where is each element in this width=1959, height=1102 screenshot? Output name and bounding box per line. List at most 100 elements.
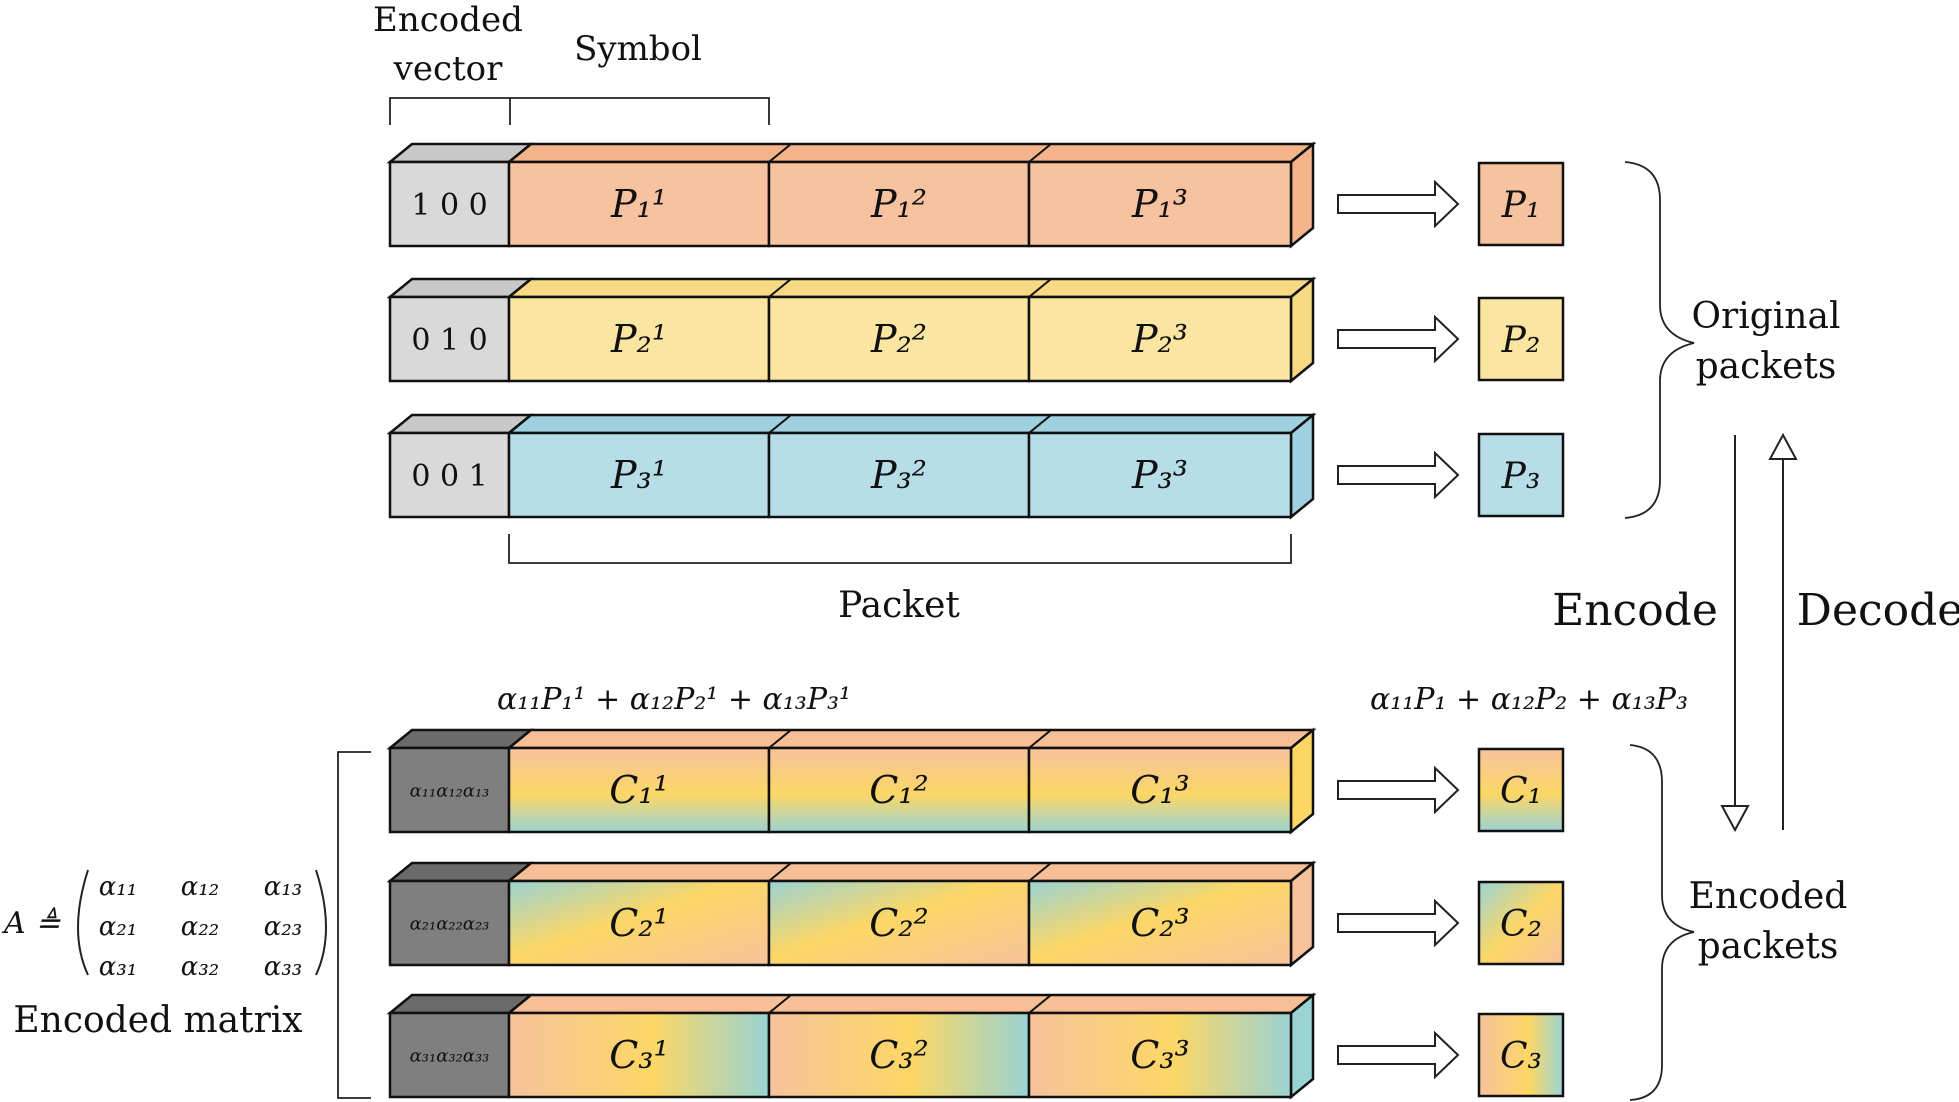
original-packet-square <box>1477 161 1565 247</box>
encoded-side-face <box>1289 727 1315 835</box>
encoded-vector-label-line2: vector <box>393 49 504 89</box>
encoded-symbol-label: C₃³ <box>1130 1033 1190 1077</box>
original-top-divider <box>1028 414 1052 434</box>
encoded-symbol-label: C₃² <box>869 1033 929 1077</box>
encoded-symbol-cell <box>767 746 1031 834</box>
encoded-packet-square <box>1477 880 1565 966</box>
encoded-encoded-vector-cell <box>388 746 511 834</box>
encoded-row-arrow <box>1337 1030 1460 1080</box>
encode-label: Encode <box>1552 585 1718 636</box>
encoded-symbol-cell <box>1027 879 1293 967</box>
encoded-row-arrow <box>1337 765 1460 815</box>
encoded-packets-label-line2: packets <box>1698 926 1839 967</box>
encoded-top-divider <box>1028 994 1052 1014</box>
original-packet-square <box>1477 296 1565 382</box>
matrix-entry: α₁₂ <box>181 872 219 902</box>
encoded-symbol-cell <box>507 879 771 967</box>
encoded-symbol-label: C₁³ <box>1130 768 1190 812</box>
original-symbols-top-face <box>505 413 1317 435</box>
encoded-symbol-cell <box>767 1011 1031 1099</box>
original-symbol-label: P₂² <box>870 317 927 361</box>
matrix-entry: α₃₁ <box>99 952 137 982</box>
original-packet-square <box>1477 432 1565 518</box>
encoded-symbol-label: C₁¹ <box>609 768 669 812</box>
encoded-symbol-cell <box>1027 746 1293 834</box>
original-vector-top-face <box>386 413 535 435</box>
original-symbol-label: P₂¹ <box>610 317 667 361</box>
encoded-symbols-top-face <box>505 861 1317 883</box>
decode-arrow-head <box>1768 432 1798 460</box>
original-packets-label-line1: Original <box>1692 296 1841 337</box>
encoded-symbol-cell <box>1027 1011 1293 1099</box>
original-symbol-label: P₃³ <box>1131 453 1188 497</box>
encoded-encoded-vector-cell <box>388 1011 511 1099</box>
original-symbols-top-face <box>505 277 1317 299</box>
original-top-divider <box>1028 278 1052 298</box>
original-encoded-vector-text: 0 1 0 <box>411 323 487 358</box>
original-symbol-cell <box>507 160 771 248</box>
encoded-top-divider <box>1028 729 1052 749</box>
encoded-symbols-top-face <box>505 993 1317 1015</box>
encoded-top-divider <box>768 729 792 749</box>
original-symbol-label: P₁³ <box>1131 182 1188 226</box>
encoded-packet-square <box>1477 747 1565 833</box>
encoded-packets-label-line1: Encoded <box>1689 876 1848 917</box>
original-packet-label: P₁ <box>1501 185 1541 226</box>
encoded-row-1: α₁₁α₁₂α₁₃ C₁¹ C₁² C₁³ C₁ <box>386 727 1565 835</box>
original-encoded-vector-cell <box>388 295 511 383</box>
encoded-vector-label-line1: Encoded <box>373 0 523 40</box>
decode-label: Decode <box>1797 585 1959 636</box>
encoded-encoded-vector-text: α₃₁α₃₂α₃₃ <box>410 1045 490 1066</box>
encoded-symbol-label: C₂¹ <box>609 901 669 945</box>
encoded-packet-label: C₂ <box>1500 904 1542 945</box>
encoded-symbol-label: C₃¹ <box>609 1033 669 1077</box>
encoded-encoded-vector-text: α₁₁α₁₂α₁₃ <box>410 780 490 801</box>
original-top-divider <box>768 278 792 298</box>
encoded-packet-label: C₁ <box>1500 771 1542 812</box>
original-packets-label-line2: packets <box>1696 346 1837 387</box>
encoded-encoded-vector-cell <box>388 879 511 967</box>
original-symbol-label: P₃¹ <box>610 453 667 497</box>
packet-bracket <box>508 534 1292 564</box>
original-packet-label: P₃ <box>1501 456 1541 497</box>
original-side-face <box>1289 141 1315 249</box>
original-symbol-label: P₂³ <box>1131 317 1188 361</box>
encoded-rows-bracket <box>337 751 371 1099</box>
encoded-top-divider <box>768 994 792 1014</box>
encoded-top-divider <box>768 862 792 882</box>
original-symbol-cell <box>507 431 771 519</box>
encoded-vector-top-face <box>386 993 535 1015</box>
encoded-symbol-label: C₂³ <box>1130 901 1190 945</box>
encoded-vector-bracket <box>389 97 511 125</box>
matrix-left-paren <box>77 869 89 976</box>
encoded-row-arrow <box>1337 898 1460 948</box>
original-side-face <box>1289 276 1315 384</box>
encoded-row-3: α₃₁α₃₂α₃₃ C₃¹ C₃² C₃³ C₃ <box>386 992 1565 1100</box>
matrix-entry: α₁₁ <box>99 872 137 902</box>
original-vector-top-face <box>386 277 535 299</box>
packet-label: Packet <box>838 585 960 626</box>
encoded-vector-top-face <box>386 861 535 883</box>
original-symbol-label: P₃² <box>870 453 927 497</box>
matrix-right-paren <box>315 869 327 976</box>
original-encoded-vector-text: 1 0 0 <box>411 188 487 223</box>
encoded-side-face <box>1289 992 1315 1100</box>
symbol-label: Symbol <box>574 29 702 69</box>
matrix-prefix: A ≜ <box>1 906 61 941</box>
encoded-packet-square <box>1477 1012 1565 1098</box>
original-top-divider <box>768 143 792 163</box>
original-symbol-cell <box>767 431 1031 519</box>
original-symbol-cell <box>1027 295 1293 383</box>
encoded-top-divider <box>1028 862 1052 882</box>
matrix-entry: α₂₁ <box>99 912 137 942</box>
encoded-symbol-label: C₁² <box>869 768 929 812</box>
encoded-packet-label: C₃ <box>1500 1036 1542 1077</box>
original-row-arrow <box>1337 450 1460 500</box>
original-packets-brace <box>1624 161 1695 519</box>
